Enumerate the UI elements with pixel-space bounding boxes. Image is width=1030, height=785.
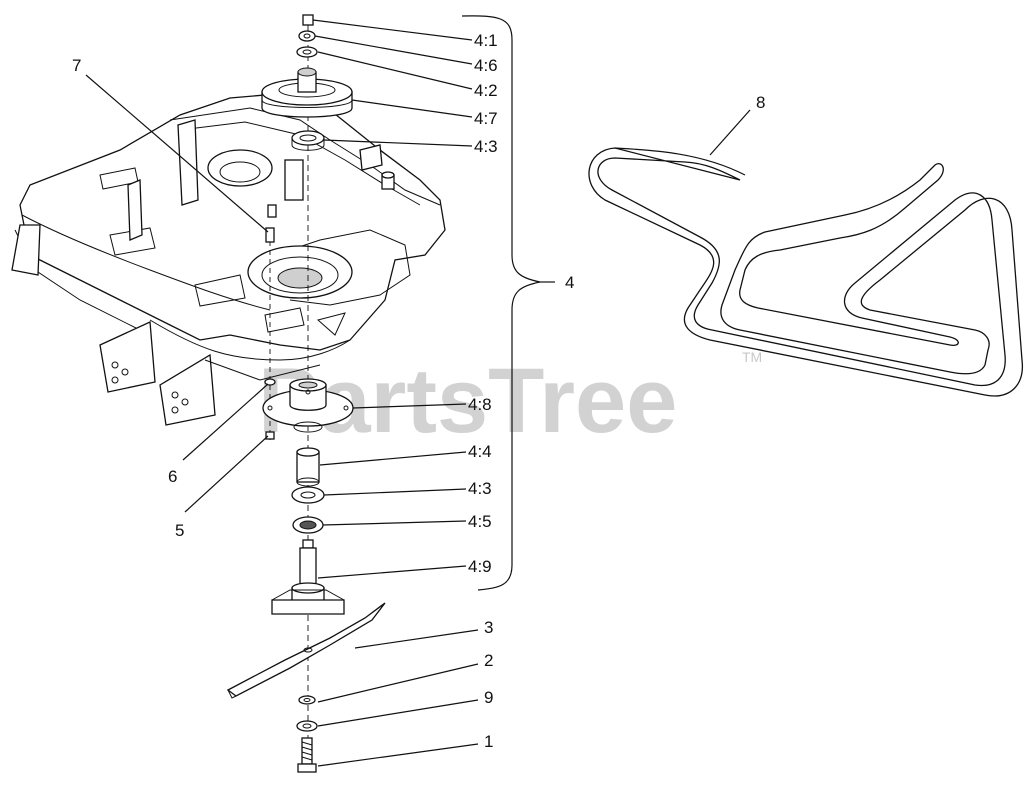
callout-2: 2: [484, 651, 493, 670]
callout-9: 9: [484, 688, 493, 707]
callout-5: 5: [175, 521, 184, 540]
washer-2: [298, 695, 316, 705]
callout-7: 7: [72, 56, 81, 75]
bolt-1: [297, 737, 317, 773]
spacer-4-4: [296, 447, 320, 487]
washer-9: [296, 720, 318, 732]
group-4-brace: [461, 15, 541, 591]
bolt-7: [265, 227, 275, 243]
callout-4-2: 4:2: [474, 81, 498, 100]
mower-deck: [11, 91, 446, 426]
callout-3: 3: [484, 618, 493, 637]
callout-4-3-top: 4:3: [474, 137, 498, 156]
callout-4-1: 4:1: [474, 31, 498, 50]
spacer-4-3-top: [291, 130, 325, 151]
trademark-text: TM: [742, 349, 762, 365]
spindle-nut-4-1: [302, 14, 314, 26]
callout-4-6: 4:6: [474, 56, 498, 75]
callout-8: 8: [756, 93, 765, 112]
spindle-housing-4-8: [262, 378, 354, 433]
nut-5: [265, 431, 275, 440]
callout-6: 6: [168, 467, 177, 486]
callout-4: 4: [565, 273, 574, 292]
callout-4-8: 4:8: [468, 395, 492, 414]
washer-4-6: [298, 30, 316, 42]
callout-4-9: 4:9: [468, 557, 492, 576]
drive-belt-8: [588, 147, 1023, 397]
pulley-4-2: [261, 67, 353, 118]
callout-4-3-bottom: 4:3: [468, 479, 492, 498]
callout-4-5: 4:5: [468, 512, 492, 531]
callout-4-4: 4:4: [468, 442, 492, 461]
washer-4-6b: [296, 46, 318, 58]
bearing-4-3: [291, 486, 325, 504]
callout-4-7: 4:7: [474, 109, 498, 128]
leader-lines: [85, 19, 751, 767]
spindle-shaft-4-9: [271, 539, 345, 615]
washer-6: [264, 378, 276, 386]
seal-4-5: [292, 516, 324, 534]
callout-1: 1: [484, 732, 493, 751]
blade-3: [226, 602, 386, 699]
